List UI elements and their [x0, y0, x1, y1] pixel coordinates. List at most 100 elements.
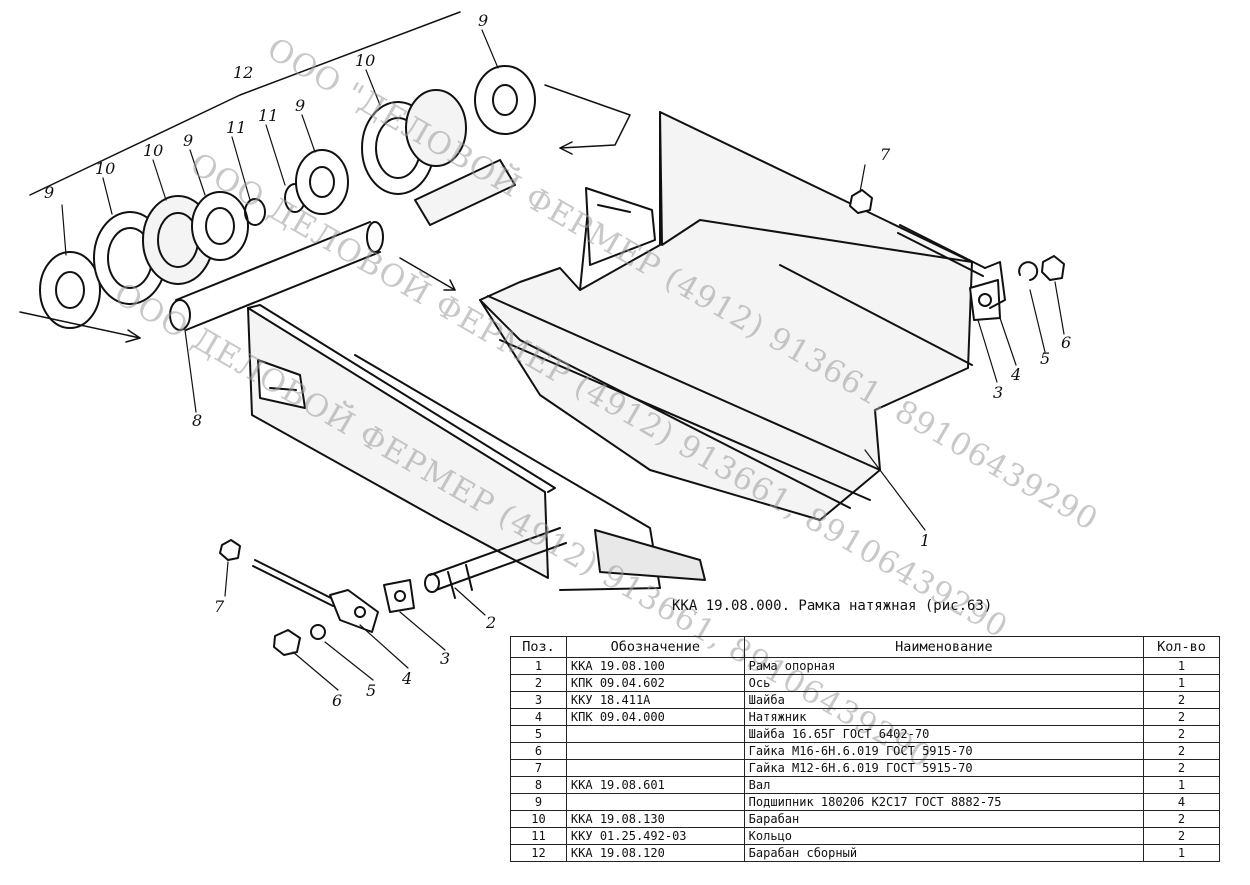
callout-label: 5: [366, 681, 376, 700]
cell-position: 3: [510, 691, 567, 709]
cell-position: 2: [510, 674, 567, 692]
cell-name: Барабан: [743, 810, 1145, 828]
bearings-and-drums: [39, 65, 536, 329]
column-header-quantity: Кол-во: [1143, 636, 1220, 658]
cell-position: 7: [510, 759, 567, 777]
cell-quantity: 1: [1143, 776, 1220, 794]
callout-label: 3: [440, 649, 450, 668]
axle: [424, 527, 567, 599]
cell-quantity: 2: [1143, 725, 1220, 743]
left-side-plate: [247, 304, 706, 591]
shaft: [169, 221, 384, 331]
callout-label: 7: [880, 145, 891, 164]
cell-position: 10: [510, 810, 567, 828]
callout-label: 11: [226, 118, 246, 137]
callout-label: 12: [233, 63, 253, 82]
cell-position: 4: [510, 708, 567, 726]
cell-quantity: 2: [1143, 708, 1220, 726]
cell-name: Кольцо: [743, 827, 1145, 845]
cell-designation: КПК 09.04.000: [565, 708, 745, 726]
cell-designation: КПК 09.04.602: [565, 674, 745, 692]
callout-labels: 12 9 9 10 10 9 11 11 9 10 9 8 7 3 4 5 6 …: [44, 11, 1071, 710]
cell-position: 5: [510, 725, 567, 743]
cell-quantity: 2: [1143, 691, 1220, 709]
callout-label: 4: [401, 669, 412, 688]
cell-designation: ККА 19.08.120: [565, 844, 745, 862]
callout-label: 10: [355, 51, 375, 70]
cell-designation: ККА 19.08.601: [565, 776, 745, 794]
column-header-name: Наименование: [743, 636, 1145, 658]
cell-quantity: 1: [1143, 674, 1220, 692]
cell-designation: ККУ 01.25.492-03: [565, 827, 745, 845]
cell-quantity: 2: [1143, 742, 1220, 760]
column-header-designation: Обозначение: [565, 636, 745, 658]
callout-label: 11: [258, 106, 278, 125]
cell-name: Гайка М12-6Н.6.019 ГОСТ 5915-70: [743, 759, 1145, 777]
cell-name: Рама опорная: [743, 657, 1145, 675]
callout-label: 3: [993, 383, 1003, 402]
callout-label: 9: [478, 11, 488, 30]
cell-name: Гайка М16-6Н.6.019 ГОСТ 5915-70: [743, 742, 1145, 760]
cell-name: Подшипник 180206 К2С17 ГОСТ 8882-75: [743, 793, 1145, 811]
callout-label: 9: [44, 183, 54, 202]
cell-name: Вал: [743, 776, 1145, 794]
callout-label: 9: [183, 131, 193, 150]
support-frame: [479, 111, 973, 521]
cell-name: Натяжник: [743, 708, 1145, 726]
cell-quantity: 2: [1143, 810, 1220, 828]
leader-lines: [61, 29, 1065, 691]
cell-position: 11: [510, 827, 567, 845]
callout-label: 10: [95, 159, 115, 178]
callout-label: 6: [1061, 333, 1071, 352]
direction-arrows: [19, 11, 631, 343]
cell-quantity: 4: [1143, 793, 1220, 811]
cell-quantity: 1: [1143, 844, 1220, 862]
cell-name: Ось: [743, 674, 1145, 692]
cell-position: 1: [510, 657, 567, 675]
callout-label: 10: [143, 141, 163, 160]
cell-designation: ККУ 18.411А: [565, 691, 745, 709]
drawing-title: ККА 19.08.000. Рамка натяжная (рис.63): [672, 598, 993, 614]
cell-designation: [565, 742, 745, 760]
cell-position: 9: [510, 793, 567, 811]
cell-quantity: 2: [1143, 827, 1220, 845]
callout-label: 5: [1040, 349, 1050, 368]
cell-quantity: 2: [1143, 759, 1220, 777]
cell-name: Шайба 16.65Г ГОСТ 6402-70: [743, 725, 1145, 743]
callout-label: 7: [214, 597, 225, 616]
callout-label: 2: [485, 613, 496, 632]
cell-designation: [565, 793, 745, 811]
cell-designation: [565, 759, 745, 777]
cell-designation: [565, 725, 745, 743]
cell-name: Барабан сборный: [743, 844, 1145, 862]
column-header-position: Поз.: [510, 636, 567, 658]
cell-position: 8: [510, 776, 567, 794]
table-header-row: Поз. Обозначение Наименование Кол-во: [510, 636, 1220, 658]
cell-position: 6: [510, 742, 567, 760]
callout-label: 4: [1010, 365, 1021, 384]
cell-designation: ККА 19.08.100: [565, 657, 745, 675]
cell-name: Шайба: [743, 691, 1145, 709]
callout-label: 9: [295, 96, 305, 115]
callout-label: 8: [192, 411, 202, 430]
callout-label: 1: [920, 531, 930, 550]
cell-position: 12: [510, 844, 567, 862]
cell-designation: ККА 19.08.130: [565, 810, 745, 828]
tensioner-hardware-right: [849, 189, 1065, 321]
cell-quantity: 1: [1143, 657, 1220, 675]
callout-label: 6: [332, 691, 342, 710]
